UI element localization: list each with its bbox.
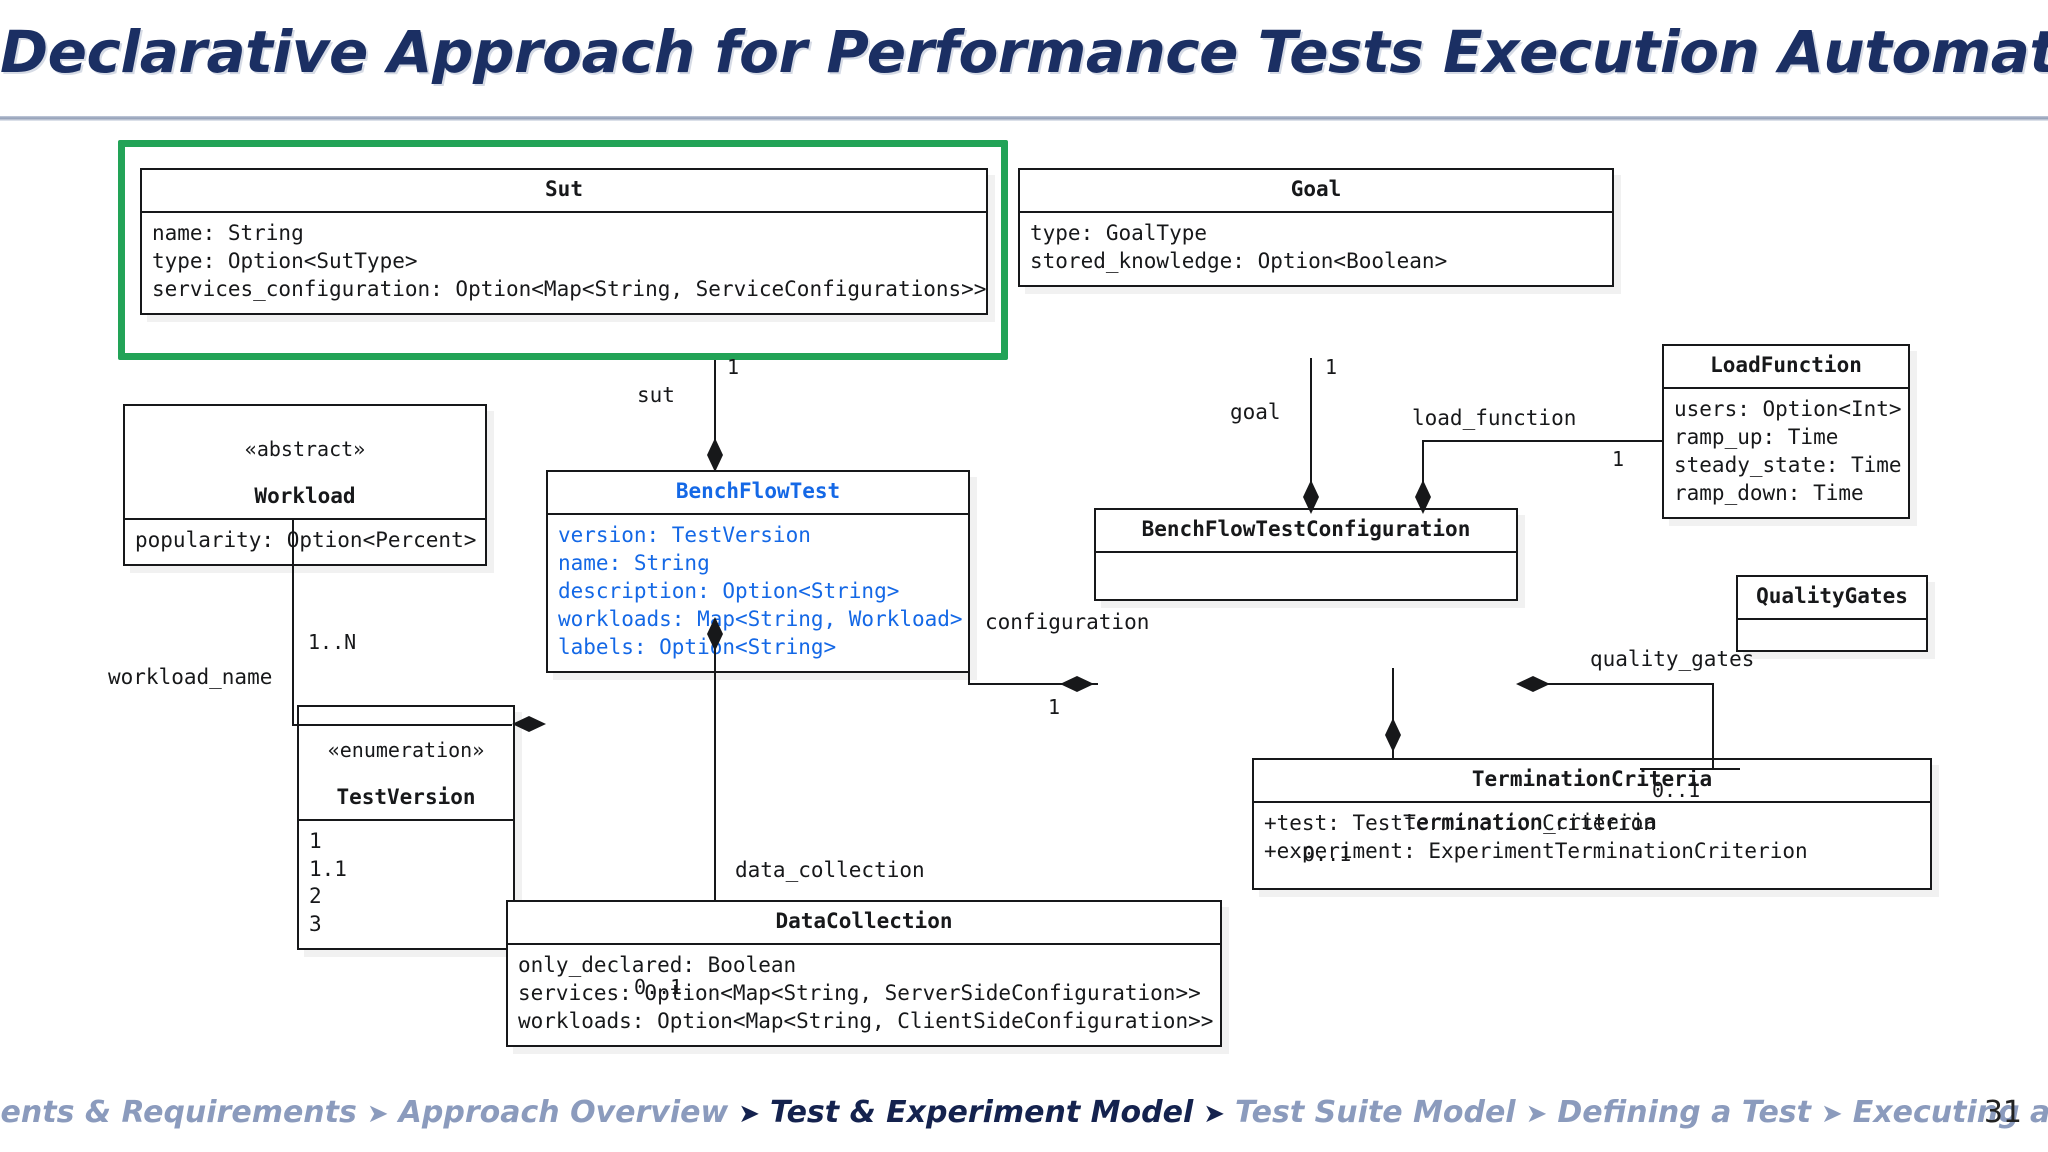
class-stereotype-test-version: «enumeration» (327, 737, 485, 762)
edge-load-function-line-v (1422, 440, 1424, 496)
edge-mult-termination-criteria: 0..1 (1303, 842, 1352, 866)
breadcrumb-separator: ➤ (738, 1099, 760, 1129)
class-box-quality-gates[interactable]: QualityGates (1736, 575, 1928, 652)
class-name-test-version: «enumeration» TestVersion (299, 707, 513, 821)
class-box-sut[interactable]: Sut name: String type: Option<SutType> s… (140, 168, 988, 315)
class-box-load-function[interactable]: LoadFunction users: Option<Int> ramp_up:… (1662, 344, 1910, 519)
class-name-load-function: LoadFunction (1664, 346, 1908, 389)
class-name-sut: Sut (142, 170, 986, 213)
breadcrumb-separator: ➤ (1525, 1099, 1548, 1129)
class-name-goal: Goal (1020, 170, 1612, 213)
edge-goal-line (1310, 358, 1312, 494)
class-attributes-workload: popularity: Option<Percent> (135, 527, 477, 552)
breadcrumb-item-defining-a-test[interactable]: Defining a Test (1557, 1095, 1811, 1130)
breadcrumb: Elements & Requirements ➤ Approach Overvie… (0, 1095, 2048, 1130)
edge-label-quality-gates: quality_gates (1590, 647, 1755, 671)
edge-workload-line-h (292, 724, 512, 726)
edge-configuration-line-h (968, 683, 1098, 685)
class-attributes-goal: type: GoalType stored_knowledge: Option<… (1030, 220, 1448, 273)
edge-termination-criteria-line (1392, 668, 1394, 758)
edge-label-workload-name: workload_name (108, 665, 273, 689)
edge-label-load-function: load_function (1412, 406, 1577, 430)
class-attributes-quality-gates (1738, 620, 1926, 650)
class-box-bench-flow-test[interactable]: BenchFlowTest version: TestVersion name:… (546, 470, 970, 673)
class-name-data-collection: DataCollection (508, 902, 1220, 945)
edge-quality-gates-line-h1 (1548, 683, 1714, 685)
class-box-data-collection[interactable]: DataCollection only_declared: Boolean se… (506, 900, 1222, 1047)
class-attributes-sut: name: String type: Option<SutType> servi… (152, 220, 987, 301)
edge-mult-workload-name: 1..N (308, 630, 357, 654)
edge-mult-sut: 1 (727, 355, 740, 379)
class-box-goal[interactable]: Goal type: GoalType stored_knowledge: Op… (1018, 168, 1614, 287)
class-attributes-termination-criteria: +test: TestTerminationCriterion +experim… (1264, 810, 1808, 863)
class-name-test-version-label: TestVersion (336, 784, 476, 809)
class-attributes-bench-flow-test-configuration (1096, 553, 1516, 599)
breadcrumb-item-executing-a-test[interactable]: Executing a Test (1852, 1095, 2048, 1130)
class-name-quality-gates: QualityGates (1738, 577, 1926, 620)
edge-label-configuration: configuration (985, 610, 1150, 634)
edge-data-collection-diamond (707, 617, 723, 651)
class-name-bench-flow-test: BenchFlowTest (548, 472, 968, 515)
class-name-termination-criteria: TerminationCriteria (1254, 760, 1930, 803)
edge-label-data-collection: data_collection (735, 858, 925, 882)
edge-label-termination-criteria: termination_criteria (1404, 810, 1657, 834)
edge-load-function-diamond (1415, 480, 1431, 514)
breadcrumb-item-test-suite-model[interactable]: Test Suite Model (1235, 1095, 1516, 1130)
breadcrumb-item-approach-overview[interactable]: Approach Overview (398, 1095, 729, 1130)
edge-mult-quality-gates: 0..1 (1652, 778, 1701, 802)
sut-highlight-box (118, 140, 1008, 360)
breadcrumb-separator: ➤ (1203, 1099, 1226, 1129)
edge-load-function-line-h (1422, 440, 1664, 442)
title-divider (0, 116, 2048, 121)
class-attributes-test-version: 1 1.1 2 3 (309, 828, 347, 937)
edge-quality-gates-diamond (1516, 676, 1550, 692)
edge-label-goal: goal (1230, 400, 1281, 424)
edge-workload-diamond (512, 716, 546, 732)
breadcrumb-item-test-experiment-model[interactable]: Test & Experiment Model (769, 1095, 1194, 1130)
class-name-workload: «abstract» Workload (125, 406, 485, 520)
class-name-bench-flow-test-configuration: BenchFlowTestConfiguration (1096, 510, 1516, 553)
edge-data-collection-line (714, 640, 716, 902)
class-name-workload-label: Workload (254, 483, 356, 508)
uml-class-diagram: Sut name: String type: Option<SutType> s… (0, 120, 2048, 1080)
page-title: Declarative Approach for Performance Tes… (0, 18, 2048, 86)
edge-sut-line (714, 360, 716, 460)
page-number: 31 (1983, 1095, 2022, 1130)
edge-configuration-line-v (968, 490, 970, 685)
class-attributes-data-collection: only_declared: Boolean services: Option<… (518, 952, 1214, 1033)
class-attributes-bench-flow-test: version: TestVersion name: String descri… (558, 522, 963, 659)
class-attributes-load-function: users: Option<Int> ramp_up: Time steady_… (1674, 396, 1902, 505)
class-box-termination-criteria[interactable]: TerminationCriteria +test: TestTerminati… (1252, 758, 1932, 890)
edge-label-sut: sut (637, 383, 675, 407)
class-box-bench-flow-test-configuration[interactable]: BenchFlowTestConfiguration (1094, 508, 1518, 601)
edge-quality-gates-line-v (1712, 683, 1714, 770)
edge-sut-diamond (707, 438, 723, 472)
breadcrumb-separator: ➤ (366, 1099, 389, 1129)
class-box-workload[interactable]: «abstract» Workload popularity: Option<P… (123, 404, 487, 566)
edge-mult-load-function: 1 (1612, 447, 1625, 471)
edge-quality-gates-line-h2 (1640, 768, 1740, 770)
edge-mult-configuration: 1 (1048, 695, 1061, 719)
class-stereotype-workload: «abstract» (244, 436, 366, 461)
class-box-test-version[interactable]: «enumeration» TestVersion 1 1.1 2 3 (297, 705, 515, 951)
breadcrumb-separator: ➤ (1821, 1099, 1843, 1129)
edge-goal-diamond (1303, 480, 1319, 514)
edge-configuration-diamond (1060, 676, 1094, 692)
edge-mult-data-collection: 0..1 (634, 975, 683, 999)
edge-workload-line-v (292, 518, 294, 726)
edge-mult-goal: 1 (1325, 355, 1338, 379)
breadcrumb-item-elements-requirements[interactable]: Elements & Requirements (0, 1095, 357, 1130)
